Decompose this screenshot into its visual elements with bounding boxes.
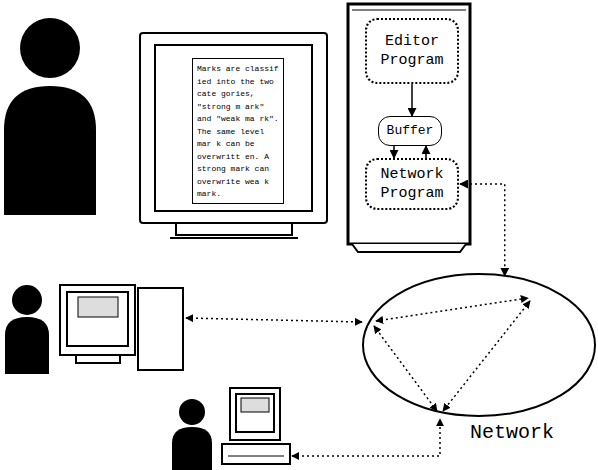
monitor	[60, 285, 183, 370]
node-label: Buffer	[387, 123, 434, 139]
node-label: Network Program	[371, 165, 453, 203]
ellipse-outline	[362, 273, 596, 417]
user-silhouette	[4, 18, 96, 215]
connector	[411, 84, 413, 116]
user-silhouette	[5, 285, 49, 374]
user-silhouette	[172, 399, 212, 470]
monitor	[222, 388, 290, 464]
buffer-box: Buffer	[378, 116, 442, 146]
node-label: Network	[470, 421, 554, 445]
program-box: Network Program	[365, 158, 459, 210]
ellipse-outline	[363, 274, 595, 416]
computer-tower	[348, 4, 470, 252]
screen-text-window: Marks are classif ied into the two cate …	[192, 58, 284, 204]
node-label: Editor Program	[371, 32, 453, 70]
network-ellipse: Network	[362, 273, 596, 417]
monitor	[140, 33, 327, 238]
screen-text: Marks are classif ied into the two cate …	[197, 63, 279, 201]
connector	[460, 184, 505, 276]
connector	[425, 146, 427, 158]
connector	[393, 146, 395, 158]
program-box: Editor Program	[365, 18, 459, 84]
